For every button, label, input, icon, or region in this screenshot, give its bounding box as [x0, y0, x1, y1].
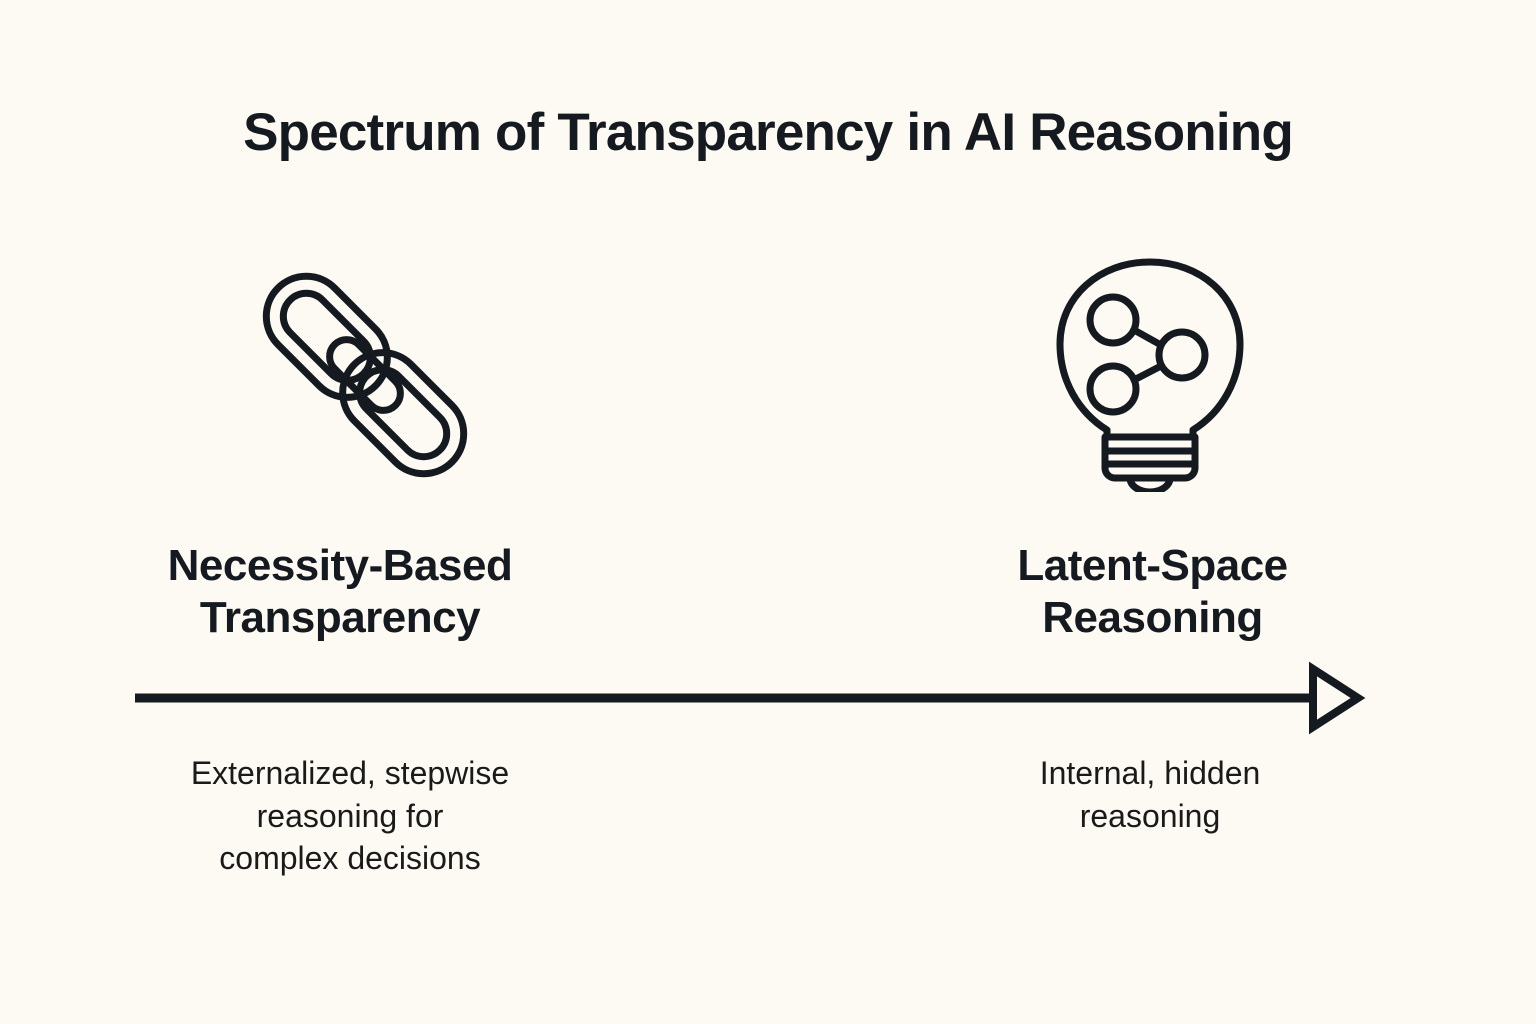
pole-caption-left-line3: complex decisions	[219, 840, 481, 877]
pole-caption-left: Externalized, stepwise reasoning for com…	[120, 752, 580, 880]
pole-heading-left: Necessity-Based Transparency	[110, 540, 570, 644]
chain-link-icon	[245, 255, 485, 495]
pole-heading-right-line2: Reasoning	[1042, 592, 1263, 642]
pole-caption-right-line2: reasoning	[1079, 797, 1221, 834]
pole-caption-left-line1: Externalized, stepwise	[190, 755, 510, 791]
spectrum-arrow	[120, 655, 1380, 745]
pole-heading-right-line1: Latent-Space	[1017, 541, 1288, 590]
page-title: Spectrum of Transparency in AI Reasoning	[243, 103, 1294, 162]
pole-heading-left-line1: Necessity-Based	[167, 541, 513, 590]
pole-caption-right-line1: Internal, hidden	[1039, 755, 1261, 791]
pole-heading-right: Latent-Space Reasoning	[925, 540, 1380, 644]
pole-caption-left-line2: reasoning for	[256, 797, 444, 834]
pole-heading-left-line2: Transparency	[199, 592, 481, 642]
pole-caption-right: Internal, hidden reasoning	[925, 752, 1375, 837]
lightbulb-network-icon	[1030, 252, 1270, 492]
spectrum-arrowhead	[1309, 661, 1366, 735]
